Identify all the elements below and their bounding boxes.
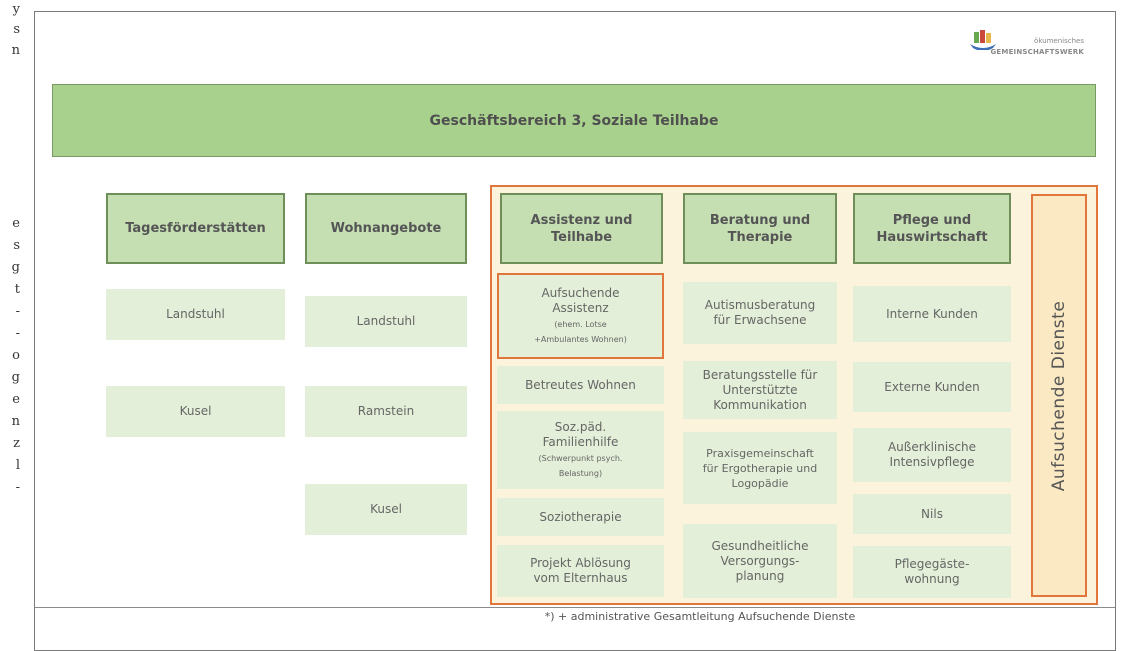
cell-note: +Ambulantes Wohnen) bbox=[534, 335, 627, 344]
header-line: Beratung und bbox=[709, 212, 811, 228]
cell-line: Versorgungs- bbox=[720, 553, 800, 568]
cell-note: (Schwerpunkt psych. bbox=[538, 454, 623, 463]
cell-line: Autismusberatung bbox=[704, 298, 816, 312]
header-line: Therapie bbox=[727, 229, 793, 245]
cell-line: Soz.päd. bbox=[554, 420, 607, 434]
logo-mark-icon bbox=[970, 30, 996, 50]
cell-aufsuchende-assistenz: Aufsuchende Assistenz (ehem. Lotse +Ambu… bbox=[497, 273, 664, 359]
cell-wohn-kusel: Kusel bbox=[305, 484, 467, 535]
cell-line: Außerklinische bbox=[887, 440, 977, 454]
footer-divider bbox=[35, 607, 1115, 608]
header-label: Wohnangebote bbox=[330, 221, 442, 236]
edge-letter: t bbox=[14, 282, 20, 297]
edge-letter: - bbox=[15, 304, 20, 319]
edge-letter: o bbox=[12, 348, 20, 363]
edge-letter: s bbox=[13, 22, 20, 37]
header-line: Teilhabe bbox=[550, 229, 613, 245]
banner-title: Geschäftsbereich 3, Soziale Teilhabe bbox=[429, 112, 719, 129]
cell-nils: Nils bbox=[853, 494, 1011, 534]
cell-label: Soziotherapie bbox=[539, 509, 622, 524]
edge-letter: y bbox=[12, 2, 20, 17]
cell-note: (ehem. Lotse bbox=[554, 320, 607, 329]
edge-letter: n bbox=[11, 414, 20, 429]
edge-letter: g bbox=[11, 370, 20, 385]
cell-note: Belastung) bbox=[558, 469, 603, 478]
division-banner: Geschäftsbereich 3, Soziale Teilhabe bbox=[52, 84, 1096, 157]
cell-label: Externe Kunden bbox=[884, 379, 980, 394]
cell-line: für Erwachsene bbox=[713, 313, 807, 327]
logo-text-line2: GEMEINSCHAFTSWERK bbox=[990, 48, 1084, 56]
edge-letter: z bbox=[13, 436, 20, 451]
cell-tfs-kusel: Kusel bbox=[106, 386, 285, 437]
cell-line: Intensivpflege bbox=[889, 455, 975, 469]
cell-label: Nils bbox=[921, 506, 943, 521]
edge-letter: - bbox=[15, 480, 20, 495]
cell-familienhilfe: Soz.päd. Familienhilfe (Schwerpunkt psyc… bbox=[497, 411, 664, 489]
footnote: *) + administrative Gesamtleitung Aufsuc… bbox=[544, 610, 856, 623]
cell-wohn-ramstein: Ramstein bbox=[305, 386, 467, 437]
cell-line: für Ergotherapie und bbox=[702, 461, 818, 475]
cell-line: Logopädie bbox=[731, 476, 789, 490]
cell-label: Landstuhl bbox=[166, 307, 225, 321]
cell-line: vom Elternhaus bbox=[533, 571, 628, 585]
cell-externe-kunden: Externe Kunden bbox=[853, 362, 1011, 412]
header-tagesfoerderstaetten: Tagesförderstätten bbox=[106, 193, 285, 264]
edge-letter: e bbox=[12, 216, 20, 231]
cell-line: Projekt Ablösung bbox=[530, 556, 631, 570]
header-line: Hauswirtschaft bbox=[876, 229, 988, 245]
cell-line: Assistenz bbox=[552, 301, 609, 315]
cell-line: Gesundheitliche bbox=[711, 538, 809, 553]
cell-line: wohnung bbox=[904, 572, 960, 586]
edge-letter: n bbox=[11, 43, 20, 58]
cell-interne-kunden: Interne Kunden bbox=[853, 286, 1011, 342]
header-label: Tagesförderstätten bbox=[125, 221, 266, 236]
header-wohnangebote: Wohnangebote bbox=[305, 193, 467, 264]
header-line: Pflege und bbox=[892, 212, 972, 228]
logo-text-line1: ökumenisches bbox=[1034, 37, 1084, 45]
cell-line: Praxisgemeinschaft bbox=[706, 446, 814, 460]
edge-letter: s bbox=[13, 238, 20, 253]
edge-letter: e bbox=[12, 392, 20, 407]
cell-line: Pflegegäste- bbox=[894, 557, 970, 571]
cell-label: Betreutes Wohnen bbox=[525, 377, 636, 392]
cell-pflegegaestewohnung: Pflegegäste-wohnung bbox=[853, 546, 1011, 598]
cell-label: Kusel bbox=[179, 404, 212, 418]
cell-line: Aufsuchende bbox=[541, 286, 620, 300]
cell-line: Familienhilfe bbox=[542, 435, 619, 449]
cell-line: Unterstützte bbox=[722, 382, 798, 397]
edge-letter: g bbox=[11, 260, 20, 275]
header-line: Assistenz und bbox=[530, 212, 633, 228]
cell-label: Ramstein bbox=[357, 404, 415, 418]
edge-letter: - bbox=[15, 326, 20, 341]
cell-tfs-landstuhl: Landstuhl bbox=[106, 289, 285, 340]
aufsuchende-dienste-label-box: Aufsuchende Dienste bbox=[1031, 194, 1087, 597]
organization-logo: ökumenisches GEMEINSCHAFTSWERK bbox=[966, 24, 1092, 64]
cell-label: Landstuhl bbox=[356, 314, 416, 328]
cell-wohn-landstuhl: Landstuhl bbox=[305, 296, 467, 347]
cell-label: Kusel bbox=[370, 502, 402, 516]
cell-line: Beratungsstelle für bbox=[702, 367, 818, 382]
cell-label: Interne Kunden bbox=[886, 306, 978, 321]
clipped-left-text: y s n e s g t - - o g e n z l - bbox=[0, 0, 24, 643]
cell-line: Kommunikation bbox=[713, 397, 807, 412]
cell-line: planung bbox=[735, 568, 785, 583]
cell-soziotherapie: Soziotherapie bbox=[497, 498, 664, 536]
cell-betreutes-wohnen: Betreutes Wohnen bbox=[497, 366, 664, 404]
edge-letter: l bbox=[15, 458, 20, 473]
vertical-label: Aufsuchende Dienste bbox=[1049, 300, 1069, 491]
